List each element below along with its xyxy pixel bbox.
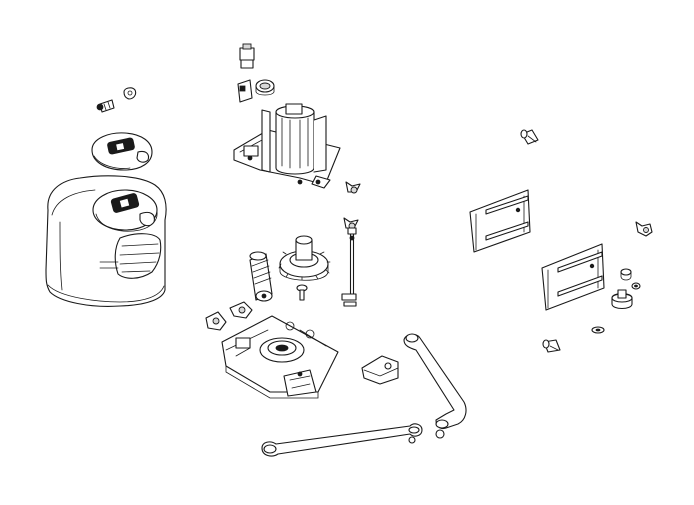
- wing-nut-icon: [343, 217, 359, 230]
- washer-icon: [591, 326, 605, 334]
- clip-icon: [205, 311, 227, 331]
- base-plate-icon: [221, 315, 339, 399]
- nut-icon: [123, 87, 137, 100]
- wing-nut-icon: [635, 221, 653, 237]
- stop-icon: [611, 289, 633, 310]
- wing-nut-icon: [345, 181, 361, 194]
- connector-icon: [237, 79, 275, 103]
- straight-arm-icon: [261, 423, 423, 457]
- bracket-icon: [361, 355, 399, 385]
- bolt-icon: [520, 129, 539, 145]
- motor-bracket-icon: [233, 103, 341, 189]
- switch-icon: [239, 43, 255, 69]
- gear-icon: [278, 235, 331, 281]
- rod-icon: [341, 227, 357, 307]
- curved-arm-icon: [403, 333, 467, 439]
- wall-bracket-icon: [541, 243, 605, 311]
- knob-icon: [91, 132, 153, 171]
- washer-icon: [631, 282, 641, 290]
- worm-shaft-icon: [249, 251, 273, 302]
- wall-bracket-icon: [469, 189, 531, 253]
- housing-cover-icon: [45, 175, 167, 307]
- screw-icon: [96, 99, 115, 113]
- pin-icon: [296, 284, 308, 301]
- bushing-icon: [620, 268, 632, 281]
- clip-icon: [229, 301, 253, 319]
- bolt-icon: [542, 339, 561, 353]
